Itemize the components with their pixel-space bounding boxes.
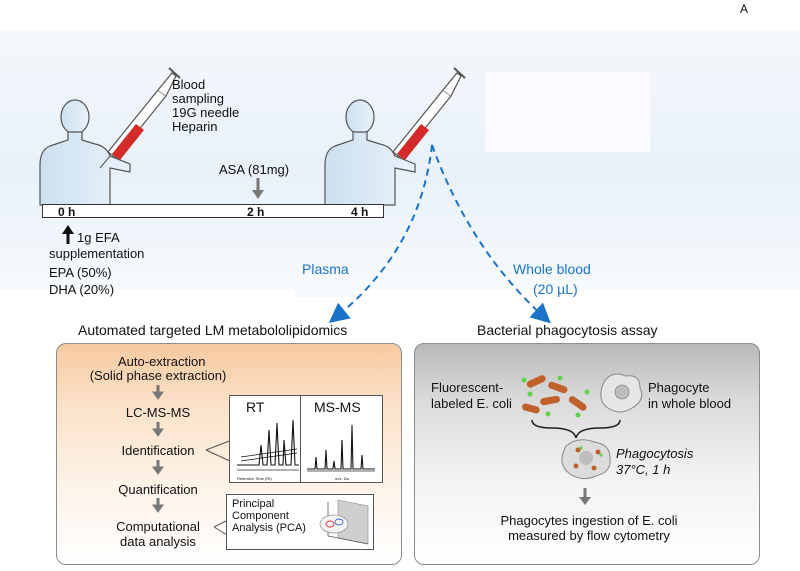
blood-sampling-line1: Blood xyxy=(172,77,206,92)
step-computational: Computational xyxy=(116,519,200,534)
step-quantification: Quantification xyxy=(118,482,198,497)
pca-plot-icon xyxy=(319,499,369,545)
timepoint-0h: 0 h xyxy=(58,205,76,219)
step-solid-phase: (Solid phase extraction) xyxy=(89,368,227,383)
down-arrow-icon xyxy=(252,178,264,199)
bacteria-icon xyxy=(521,375,590,418)
blank-area xyxy=(295,283,355,297)
timeline-bar xyxy=(42,204,384,218)
corner-label: A xyxy=(740,2,749,16)
fluorescent-line2: labeled E. coli xyxy=(431,396,512,411)
syringe-icon xyxy=(392,67,466,160)
rt-label: RT xyxy=(246,399,265,415)
result-line2: measured by flow cytometry xyxy=(508,528,670,543)
rt-axis-label: Retention Time (Rt) xyxy=(237,476,272,481)
mz-axis-label: m/z, Da xyxy=(335,476,349,481)
whole-blood-volume: (20 µL) xyxy=(533,281,578,297)
ms-chart-box xyxy=(229,395,383,483)
phagocytosis-cell-icon xyxy=(561,439,611,480)
human-silhouette-icon xyxy=(39,99,131,206)
down-arrow-icon xyxy=(152,385,164,513)
ms-chart-divider xyxy=(300,395,301,483)
blood-sampling-line4: Heparin xyxy=(172,119,218,134)
efa-line4: DHA (20%) xyxy=(49,282,115,297)
asa-label: ASA (81mg) xyxy=(219,162,290,177)
syringe-icon xyxy=(99,67,181,169)
efa-line1: 1g EFA xyxy=(77,230,120,245)
chromatogram-thumbnail xyxy=(237,419,375,472)
human-silhouette-icon xyxy=(324,99,416,206)
efa-line3: EPA (50%) xyxy=(49,265,112,280)
phagocyte-icon xyxy=(600,373,643,413)
step-auto-extraction: Auto-extraction xyxy=(118,354,206,369)
pca-line2: Component xyxy=(232,510,289,522)
phagocyte-line1: Phagocyte xyxy=(648,380,710,395)
pca-line1: Principal xyxy=(232,498,275,510)
fluorescent-line1: Fluorescent- xyxy=(431,380,504,395)
whole-blood-label: Whole blood xyxy=(513,261,591,277)
msms-label: MS-MS xyxy=(314,399,361,415)
step-identification: Identification xyxy=(121,443,195,458)
phagocytosis-condition: 37°C, 1 h xyxy=(616,462,671,477)
timepoint-4h: 4 h xyxy=(351,205,369,219)
blood-sampling-line2: sampling xyxy=(172,91,225,106)
phagocyte-line2: in whole blood xyxy=(648,396,732,411)
down-arrow-icon xyxy=(579,488,591,505)
plasma-arrow xyxy=(328,144,433,323)
timepoint-2h: 2 h xyxy=(247,205,265,219)
pca-line3: Analysis (PCA) xyxy=(232,522,306,534)
blood-sampling-line3: 19G needle xyxy=(172,105,240,120)
result-line1: Phagocytes ingestion of E. coli xyxy=(500,513,678,528)
right-panel-title: Bacterial phagocytosis assay xyxy=(477,322,658,338)
up-arrow-icon xyxy=(62,225,74,244)
step-data-analysis: data analysis xyxy=(120,534,196,549)
blank-area xyxy=(485,72,650,152)
efa-line2: supplementation xyxy=(49,246,145,261)
plasma-label: Plasma xyxy=(302,261,349,277)
step-lcmsms: LC-MS-MS xyxy=(125,405,191,420)
phagocytosis-label: Phagocytosis xyxy=(616,446,694,461)
left-panel-title: Automated targeted LM metabololipidomics xyxy=(78,322,348,338)
whole-blood-arrow xyxy=(431,144,551,324)
